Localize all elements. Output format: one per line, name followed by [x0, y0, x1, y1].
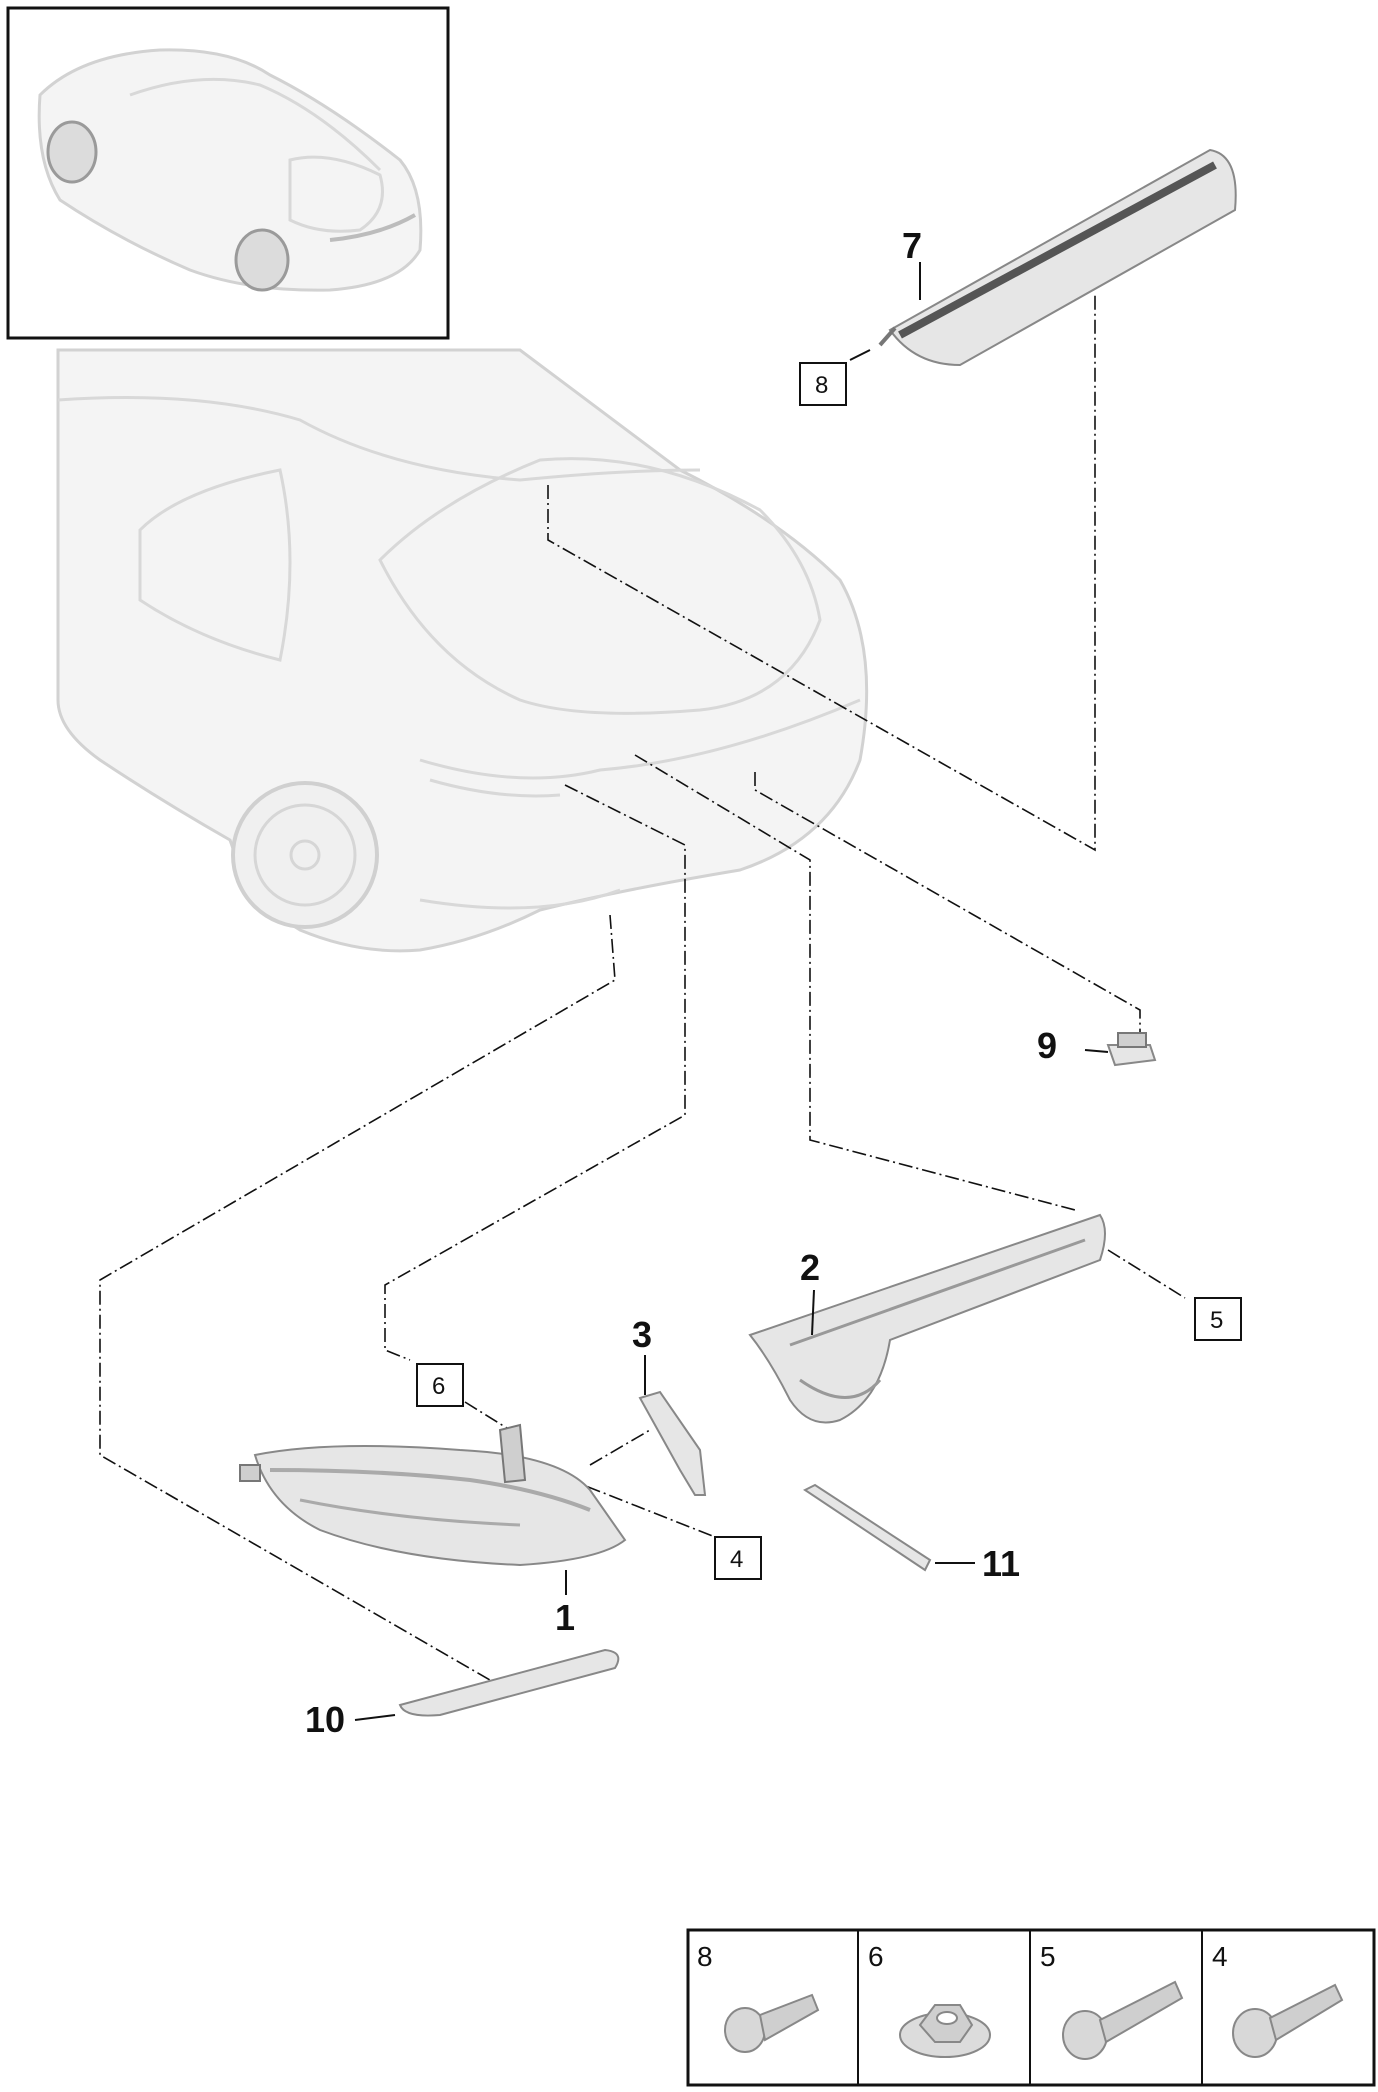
callout-10: 10: [305, 1699, 345, 1740]
part-9-licence-plate-light[interactable]: [1106, 1032, 1157, 1067]
box-ref-4[interactable]: 4: [714, 1536, 762, 1580]
hex-bolt-icon: [1232, 1983, 1344, 2058]
callout-9: 9: [1037, 1025, 1057, 1066]
part-1-side-tail-light[interactable]: [239, 1423, 627, 1567]
callout-labels: 7 9 2 3 1 10 11: [305, 225, 1057, 1740]
legend-cell-8[interactable]: 8: [697, 1941, 820, 2053]
svg-text:4: 4: [730, 1546, 743, 1573]
svg-text:6: 6: [432, 1373, 445, 1400]
callout-7: 7: [902, 225, 922, 266]
overview-inset: [6, 6, 450, 340]
legend-cell-6[interactable]: 6: [868, 1941, 991, 2058]
svg-text:5: 5: [1040, 1941, 1056, 1972]
hex-bolt-long-icon: [1062, 1980, 1184, 2060]
box-ref-8[interactable]: 8: [799, 362, 847, 406]
part-2-center-tail-light[interactable]: [748, 1213, 1106, 1424]
part-11-seal-strip[interactable]: [803, 1483, 932, 1572]
part-10-rear-reflector[interactable]: [398, 1648, 620, 1717]
callout-2: 2: [800, 1247, 820, 1288]
callout-11: 11: [982, 1543, 1020, 1584]
overview-car-icon: [37, 48, 423, 292]
box-ref-5[interactable]: 5: [1194, 1297, 1242, 1341]
callout-3: 3: [632, 1314, 652, 1355]
leader-lines: [354, 262, 1109, 1721]
svg-text:6: 6: [868, 1941, 884, 1972]
callout-1: 1: [555, 1597, 575, 1638]
svg-text:8: 8: [815, 372, 828, 399]
svg-text:5: 5: [1210, 1307, 1223, 1334]
connection-lines: [99, 295, 1186, 1681]
flange-nut-icon: [899, 2004, 991, 2058]
box-ref-6[interactable]: 6: [416, 1363, 464, 1407]
legend-cell-4[interactable]: 4: [1212, 1941, 1344, 2058]
legend-cell-5[interactable]: 5: [1040, 1941, 1184, 2060]
flange-screw-icon: [724, 1993, 820, 2053]
part-7-third-brake-light[interactable]: [878, 148, 1237, 367]
boxed-references: 8 5 6 4: [416, 362, 1242, 1580]
svg-text:8: 8: [697, 1941, 713, 1972]
car-rear-view: [56, 348, 869, 953]
fastener-legend: 8 6 5 4: [686, 1928, 1376, 2087]
svg-text:4: 4: [1212, 1941, 1228, 1972]
part-3-bracket[interactable]: [638, 1390, 707, 1496]
